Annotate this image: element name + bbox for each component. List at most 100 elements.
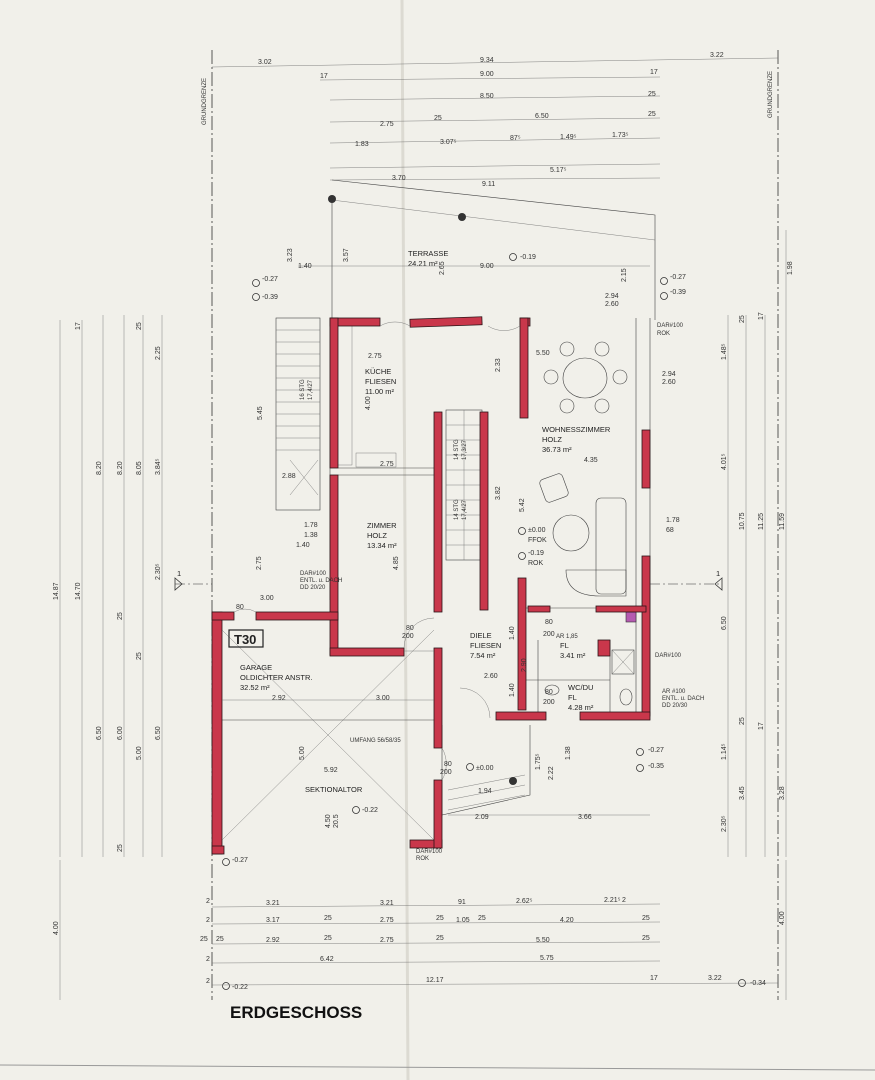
dar-right: DAR#100 (655, 653, 682, 659)
t30-stamp: T30 (234, 632, 256, 647)
entl-left-b: DD 20/20 (300, 585, 326, 591)
dim-b1-2: 3.21 (380, 900, 394, 907)
plan-title: ERDGESCHOSS (230, 1003, 362, 1022)
dim-i-300: 3.00 (260, 595, 274, 602)
umfang-label: UMFANG 56/58/35 (350, 738, 401, 744)
section-markers: 1 1 (174, 569, 723, 591)
dim-right-2: 1.48⁵ (721, 343, 728, 360)
dim-right-10: 3.28 (779, 786, 786, 800)
stair-1-ratio: 17,4/27 (308, 379, 314, 400)
dim-steps-2: 2.09 (475, 814, 489, 821)
dim-b1-1: 3.21 (266, 900, 280, 907)
dim-i-500: 5.00 (299, 746, 306, 760)
dim-top-1a: 3.02 (258, 59, 272, 66)
dim-top-2c: 17 (650, 69, 658, 76)
dim-b4-2: 5.75 (540, 955, 554, 962)
page-edge (0, 1064, 875, 1071)
level-markers: -0.27 -0.39 -0.27 -0.39 -0.27 -0.35 -0.2… (222, 274, 766, 991)
dim-left-2: 14.70 (75, 582, 82, 600)
dim-i-292: 2.92 (272, 695, 286, 702)
diele-area: 7.54 m² (470, 651, 496, 660)
boundary-label-right: GRUNDGRENZE (768, 71, 774, 118)
ffok-value: ±0.00 (528, 527, 546, 534)
dim-i-233: 2.33 (495, 358, 502, 372)
dim-left-7: 2.30⁵ (155, 563, 162, 580)
wcdu-area: 4.28 m² (568, 703, 594, 712)
dim-b3-7: 25 (642, 935, 650, 942)
dim-i-68: 68 (666, 527, 674, 534)
ffok-label: FFOK (528, 537, 547, 544)
dim-i-542: 5.42 (519, 498, 526, 512)
dim-left-3: 8.20 (96, 461, 103, 475)
dim-i-260: 2.60 (484, 673, 498, 680)
dim-i-323: 3.23 (287, 248, 294, 262)
paper-fold (400, 0, 410, 1080)
diele-floor: FLIESEN (470, 641, 501, 650)
ffok-marker: ±0.00 FFOK -0.19 ROK ±0.00 (466, 527, 547, 772)
dim-left-6: 3.84⁵ (155, 458, 162, 475)
dim-b3-6: 5.50 (536, 937, 550, 944)
level-e: -0.27 (648, 747, 664, 754)
door-wc-w: 80 (545, 689, 553, 696)
terrasse-area: 24.21 m² (408, 259, 438, 268)
dim-b2-4: 25 (436, 915, 444, 922)
dim-top-4d: 25 (648, 111, 656, 118)
dim-i-138: 1.38 (304, 532, 318, 539)
dim-top-5c: 87⁵ (510, 135, 521, 142)
dim-i-592: 5.92 (324, 767, 338, 774)
dim-steps-6: 1.38 (565, 746, 572, 760)
dim-b2-8: 25 (642, 915, 650, 922)
dim-left-4: 8.20 (117, 461, 124, 475)
dim-i-140b: 1.40 (509, 683, 516, 697)
walls (211, 316, 651, 855)
dim-right-8: 1.14⁵ (721, 743, 728, 760)
dim-left-14: 25 (136, 652, 143, 660)
dim-b3-2: 2.92 (266, 937, 280, 944)
dim-i-357: 3.57 (343, 248, 350, 262)
dim-steps-3: 3.66 (578, 814, 592, 821)
dim-top-6b: 5.17⁵ (550, 167, 567, 174)
door-diele-h: 200 (402, 633, 414, 640)
entl-right: ENTL. u. DACH (662, 696, 704, 702)
entrance-level: ±0.00 (476, 765, 494, 772)
level-h: -0.22 (232, 984, 248, 991)
rok-bottom: ROK (416, 856, 429, 862)
dim-b3-1: 25 (216, 936, 224, 943)
dim-right-5: 11.25 (758, 513, 765, 530)
dim-left-8: 6.50 (96, 726, 103, 740)
dim-left-15: 2.25 (155, 346, 162, 360)
dim-top-4c: 6.50 (535, 113, 549, 120)
dim-top-5e: 1.73⁵ (612, 132, 629, 139)
dim-right-13: 25 (739, 717, 746, 725)
rok-label: ROK (528, 560, 544, 567)
dim-i-294a: 2.94 (605, 293, 619, 300)
garage-cross (221, 629, 435, 841)
dim-i-275b: 2.75 (380, 461, 394, 468)
dim-left-16: 17 (75, 322, 82, 330)
dim-b3-0: 25 (200, 936, 208, 943)
dim-b3-5: 25 (436, 935, 444, 942)
dim-top-5d: 1.49⁵ (560, 134, 577, 141)
level-d: -0.39 (670, 289, 686, 296)
dim-b4-0: 2 (206, 956, 210, 963)
top-dimension-chains: 3.02 9.34 3.22 17 9.00 17 8.50 25 2.75 2… (211, 52, 779, 188)
dim-right-1: 1.98 (787, 261, 794, 275)
dim-right-11: 2.30⁵ (721, 815, 728, 832)
dim-b2-7: 4.20 (560, 917, 574, 924)
wohnen-floor: HOLZ (542, 435, 562, 444)
door-entry-h: 200 (440, 769, 452, 776)
dim-right-6: 11.59 (779, 513, 786, 530)
garage-floor: OLDICHTER ANSTR. (240, 673, 313, 682)
dim-b2-6: 25 (478, 915, 486, 922)
kueche-floor: FLIESEN (365, 377, 396, 386)
door-diele-w: 80 (406, 625, 414, 632)
sektionaltor-label: SEKTIONALTOR (305, 785, 363, 794)
stair-3-ratio: 17,4/27 (462, 499, 468, 520)
level-f: -0.35 (648, 763, 664, 770)
fl-area: 3.41 m² (560, 651, 586, 660)
dim-terrace-3: 2.15 (621, 268, 628, 282)
dim-b2-0: 2 (206, 917, 210, 924)
dim-i-294b: 2.94 (662, 371, 676, 378)
dim-top-1c: 3.22 (710, 52, 724, 59)
